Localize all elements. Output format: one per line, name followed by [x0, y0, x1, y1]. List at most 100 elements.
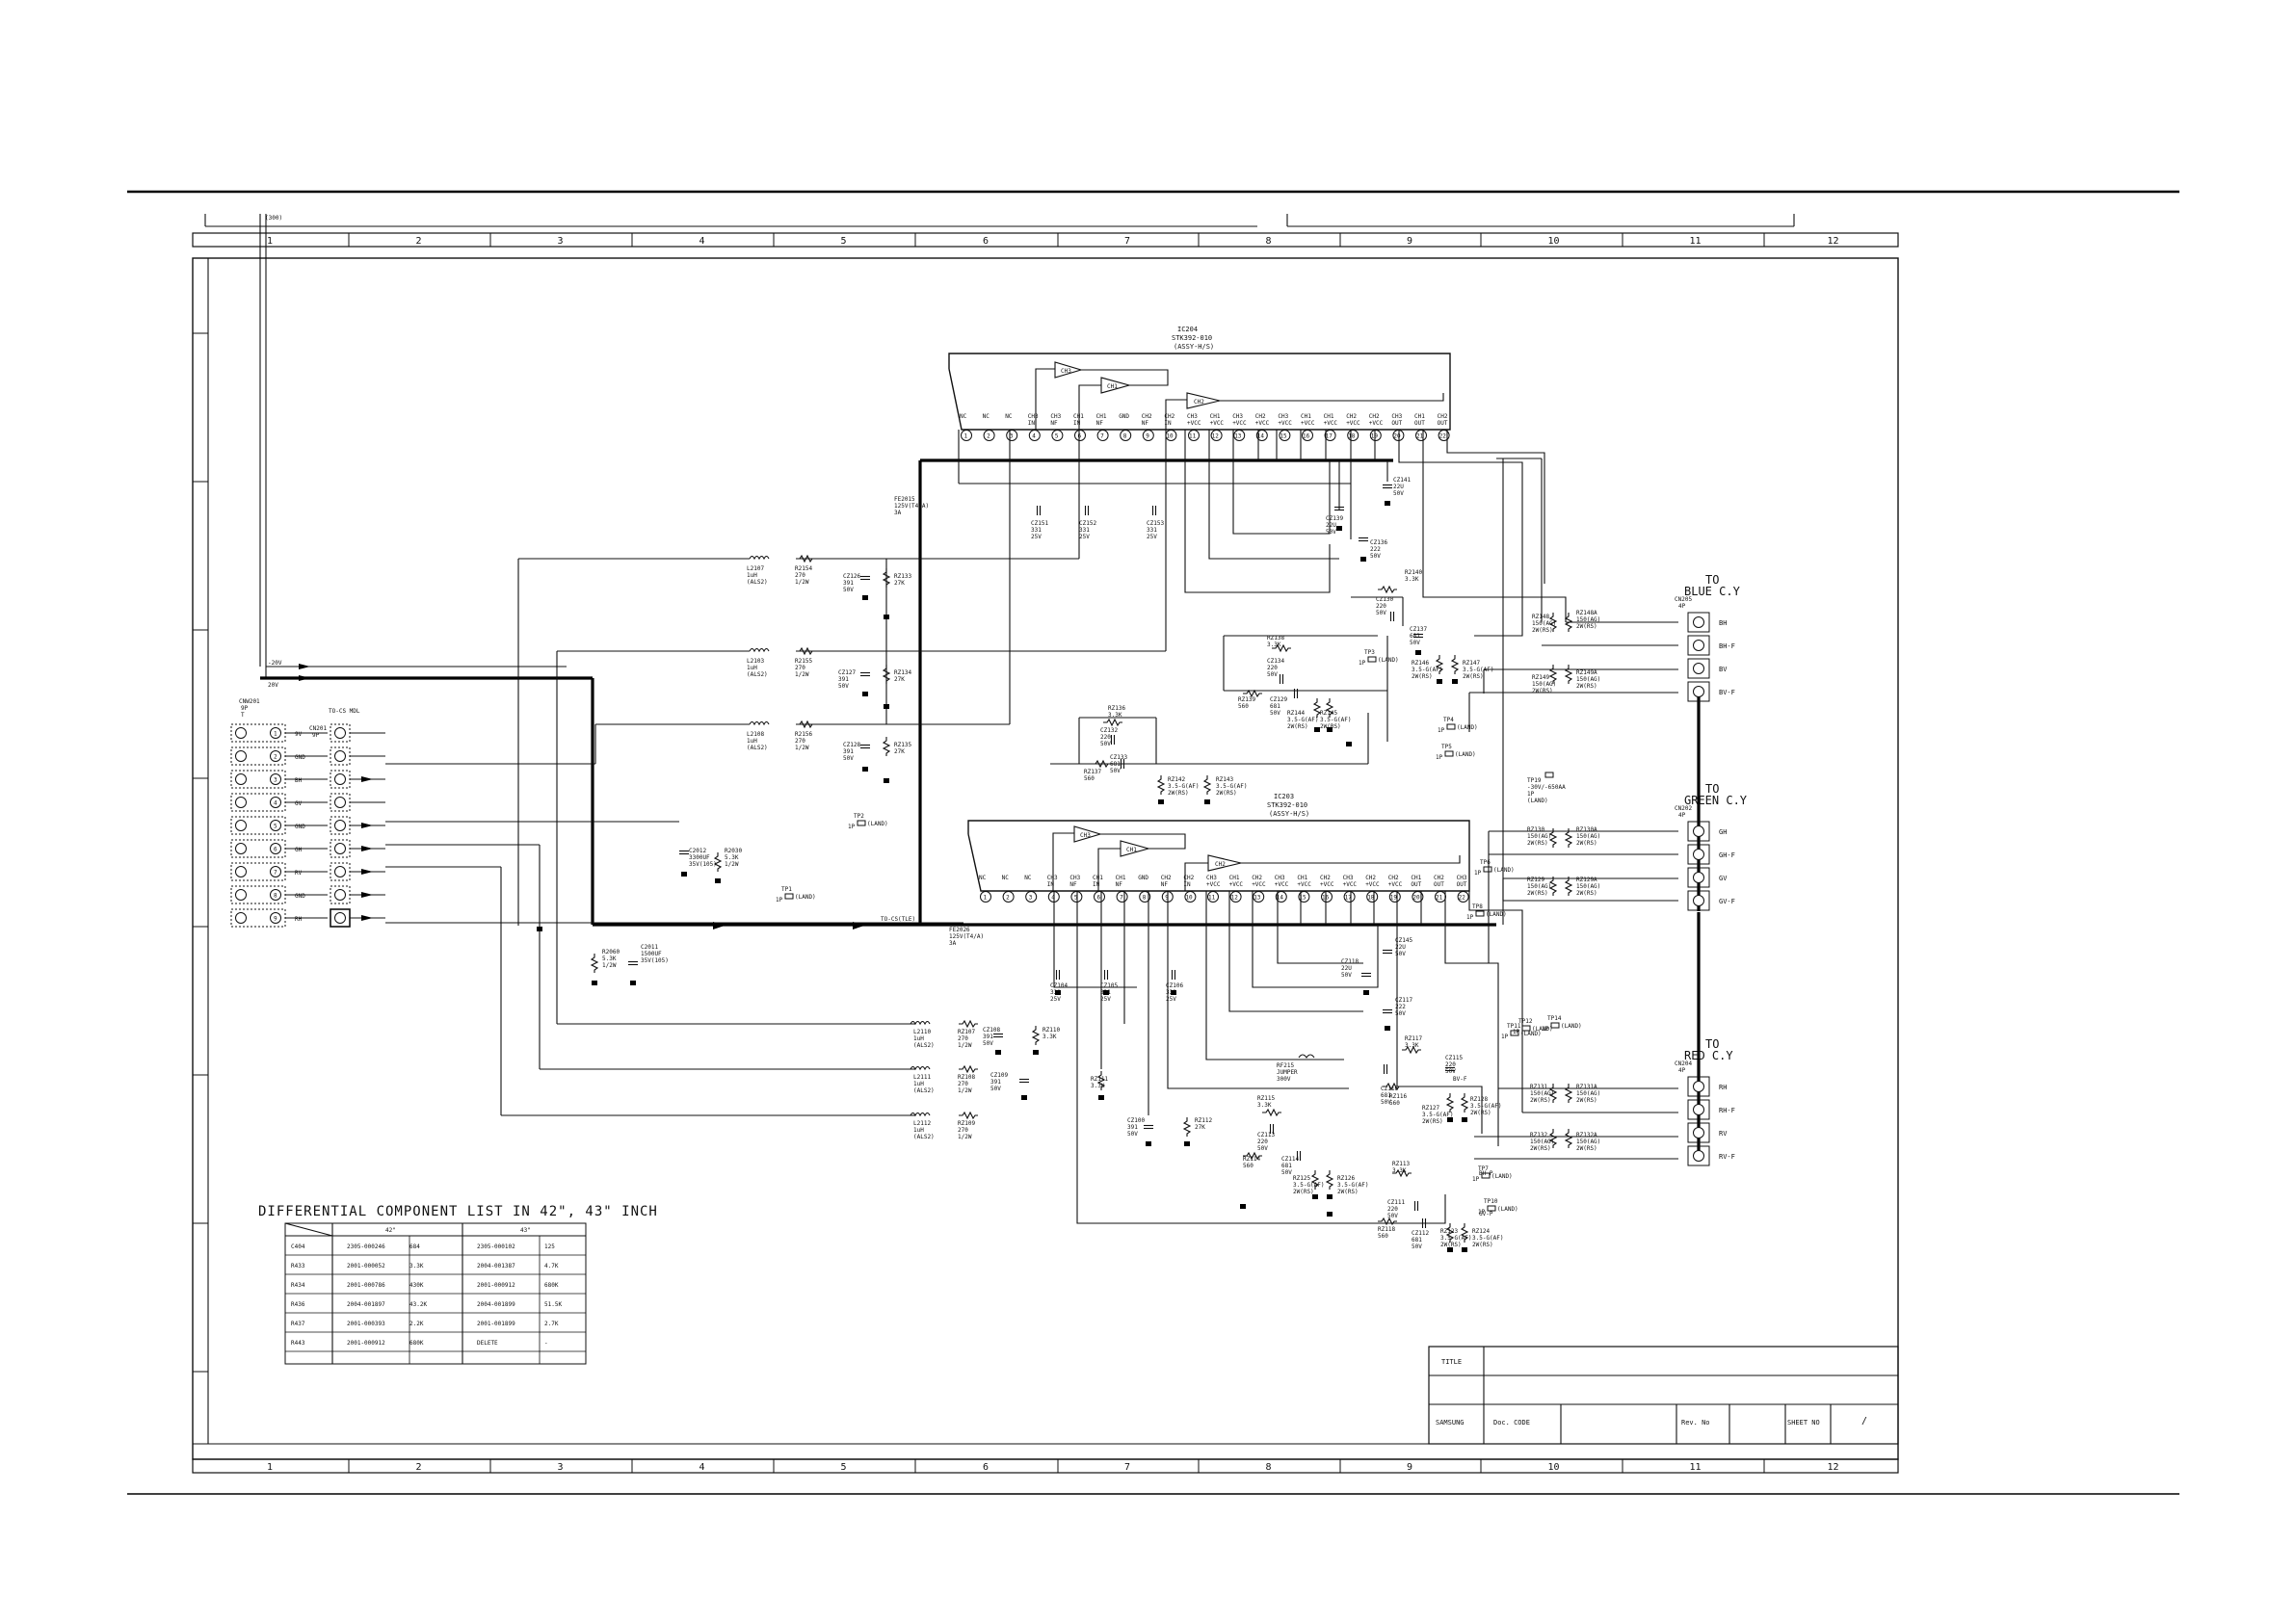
- r2123-label: 2W(RS): [1440, 1242, 1462, 1248]
- ic-pin-function: CH2: [1183, 875, 1194, 881]
- c2108-label: 391: [983, 1034, 993, 1040]
- ic204-ref: IC204: [1177, 326, 1198, 333]
- header-ref: (300): [265, 215, 282, 222]
- ic-pin: [1229, 891, 1242, 903]
- ic-pin: [1298, 891, 1310, 903]
- r2149-label: 2W(RS): [1532, 688, 1553, 694]
- ic-pin-function: +VCC: [1388, 881, 1403, 888]
- ic-pin-function: OUT: [1411, 881, 1421, 888]
- c2133-label: 50V: [1110, 768, 1121, 774]
- r2149-label: RZ149: [1532, 674, 1549, 681]
- ic-pin-function: +VCC: [1297, 881, 1311, 888]
- net-label-bhp: BH-P: [1479, 1170, 1493, 1177]
- c2141-label: CZ141: [1393, 477, 1411, 484]
- column-label-1: 1: [267, 236, 273, 247]
- ic-pin-function: OUT: [1434, 881, 1444, 888]
- ic-pin: [1142, 430, 1154, 441]
- r2111-label: 3.3K: [1091, 1083, 1105, 1089]
- diff-cell: 2004-001899: [477, 1301, 515, 1308]
- rev-no-label: Rev. No: [1681, 1419, 1710, 1427]
- c2106-label: CZ106: [1166, 982, 1183, 989]
- title-label: TITLE: [1441, 1358, 1462, 1366]
- c2105-label: CZ105: [1100, 982, 1118, 989]
- column-label-12: 12: [1828, 236, 1839, 247]
- tp19-label: (LAND): [1527, 798, 1548, 804]
- testpoint-tp10: TP10: [1484, 1198, 1498, 1205]
- column-label-7: 7: [1124, 1462, 1130, 1473]
- testpoint-land-label: (LAND): [1486, 911, 1507, 918]
- column-label-8: 8: [1266, 236, 1272, 247]
- testpoint-tp6: TP6: [1480, 859, 1491, 866]
- cnw201-pin-number: 4: [274, 800, 277, 807]
- c2133-label: 681: [1110, 761, 1121, 768]
- ic-pin-number: 4: [1032, 433, 1036, 440]
- testpoint-tp14: TP14: [1547, 1015, 1562, 1022]
- c2141-label: 50V: [1393, 490, 1404, 497]
- ic-pin: [1051, 430, 1064, 441]
- diff-cell: 51.5K: [544, 1301, 562, 1308]
- ic-pin: [1120, 430, 1132, 441]
- c2126-label: 50V: [843, 587, 854, 593]
- sheet-no-label: SHEET NO: [1787, 1419, 1820, 1427]
- ic-pin-function: +VCC: [1206, 881, 1221, 888]
- r2114-label: 560: [1243, 1163, 1254, 1169]
- c2117-label: 50V: [1395, 1010, 1406, 1017]
- testpoint-land-label: (LAND): [1493, 867, 1515, 874]
- diff-cell: R437: [291, 1321, 305, 1327]
- r2124-label: 2W(RS): [1472, 1242, 1493, 1248]
- tp19-label: -30V/-650AA: [1527, 784, 1566, 791]
- diff-cell: C404: [291, 1243, 305, 1250]
- diff-header-43: 43": [520, 1227, 531, 1234]
- c2152-label: CZ152: [1079, 520, 1096, 527]
- diff-cell: 2305-000246: [347, 1243, 385, 1250]
- c2129-label: 681: [1270, 703, 1280, 710]
- r2129-label: 150(AG): [1527, 883, 1551, 890]
- r2111-label: RZ111: [1091, 1076, 1108, 1083]
- ic-pin-function: +VCC: [1255, 420, 1270, 427]
- cnw201-pin-label: GND: [295, 824, 305, 830]
- diff-cell: 2.2K: [409, 1321, 424, 1327]
- testpoint-1p-label: 1P: [1513, 1029, 1520, 1035]
- ic204-pins: NC1NC2NC3CH3IN4CH3NF5CH1IN6CH1NF7GND8CH2…: [960, 413, 1450, 441]
- cn202-pins: 4P: [1678, 812, 1686, 819]
- r2149-label: 150(AG): [1532, 681, 1556, 688]
- r2146-label: 3.5-G(AF): [1412, 667, 1443, 673]
- cn205-pin-label: BV: [1719, 666, 1728, 673]
- ic-pin-function: CH1: [1096, 413, 1107, 420]
- r2124-label: RZ124: [1472, 1228, 1490, 1235]
- ic-pin-number: 11: [1208, 895, 1216, 902]
- cnw201-pin-label: GH: [295, 847, 303, 853]
- ic-pin-number: 8: [1123, 433, 1127, 440]
- ic204-package: IC204 STK392-010 (ASSY-H/S) CH3 CH1 CH2: [948, 326, 1451, 431]
- r2118-label: 560: [1378, 1233, 1388, 1240]
- ic-pin: [1438, 430, 1450, 441]
- ic-pin: [1253, 891, 1265, 903]
- c2011-label: C2011: [641, 944, 658, 951]
- ic-pin-number: 22: [1439, 433, 1447, 440]
- column-label-10: 10: [1548, 1462, 1560, 1473]
- testpoint-1p-label: 1P: [1466, 914, 1474, 921]
- diff-cell: 125: [544, 1243, 555, 1250]
- diff-cell: 680K: [544, 1282, 559, 1289]
- tp19-label: 1P: [1527, 791, 1535, 798]
- cn205-pins: 4P: [1678, 603, 1686, 610]
- testpoint-land-label: (LAND): [1532, 1026, 1553, 1033]
- testpoint-land-label: (LAND): [1455, 751, 1476, 758]
- ic-pin-function: CH2: [1438, 413, 1448, 420]
- c2100-label: CZ100: [1127, 1117, 1145, 1124]
- c2114-label: CZ114: [1281, 1156, 1299, 1163]
- l2103-label: 1uH: [747, 665, 757, 671]
- ic-pin-number: 6: [1097, 895, 1101, 902]
- ic-pin-function: CH3: [1278, 413, 1288, 420]
- column-label-9: 9: [1407, 236, 1412, 247]
- l2108-label: L2108: [747, 731, 764, 738]
- r2132a-label: 150(AG): [1576, 1139, 1600, 1145]
- ic-pin-function: CH1: [1073, 413, 1084, 420]
- testpoint-1p-label: 1P: [1438, 727, 1445, 734]
- r2148a-label: RZ148A: [1576, 610, 1597, 616]
- c2153-label: 331: [1147, 527, 1157, 534]
- testpoint-tp7: TP7: [1478, 1165, 1489, 1172]
- r2110-label: 3.3K: [1042, 1034, 1057, 1040]
